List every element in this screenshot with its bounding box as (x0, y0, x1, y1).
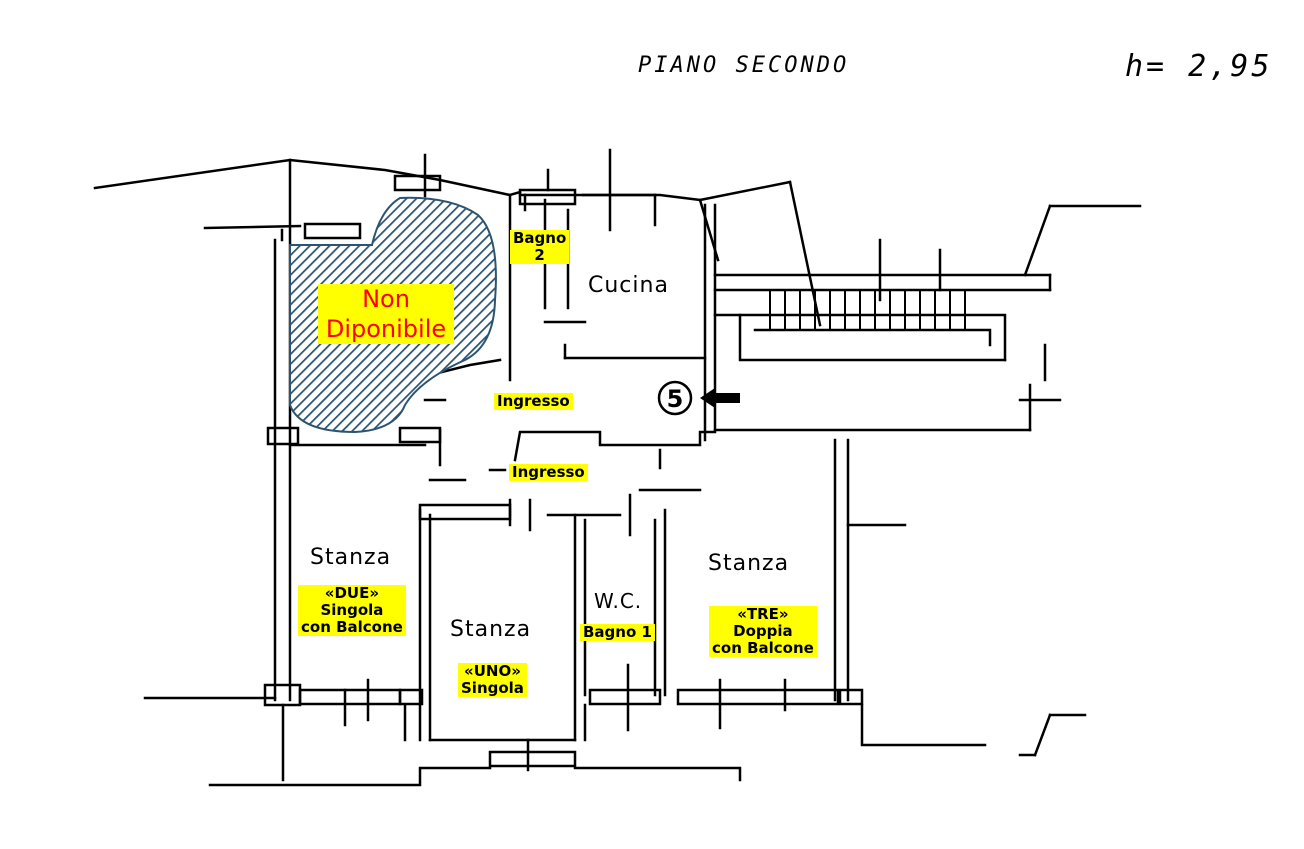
label-stanza-tre-line2: Doppia (733, 622, 793, 640)
room-name-stanza-left: Stanza (310, 545, 391, 570)
label-stanza-due-line2: Singola (320, 601, 384, 619)
room-name-stanza-center: Stanza (450, 617, 531, 642)
label-bagno-2-line2: 2 (534, 246, 545, 264)
label-stanza-tre-line1: «TRE» (737, 605, 789, 623)
label-not-available-line1: Non (362, 285, 410, 313)
label-stanza-tre-line3: con Balcone (712, 639, 814, 657)
label-stanza-uno: «UNO» Singola (458, 663, 527, 697)
room-name-stanza-right: Stanza (708, 551, 789, 576)
label-stanza-due-line3: con Balcone (301, 618, 403, 636)
label-bagno-2-line1: Bagno (513, 229, 567, 247)
height-note: h= 2,95 (1125, 49, 1272, 84)
entrance-arrow-icon (700, 388, 740, 408)
label-not-available-line2: Diponibile (325, 315, 447, 343)
floor-title: PIANO SECONDO (638, 53, 849, 78)
stair-treads (769, 290, 966, 330)
label-not-available: Non Diponibile (318, 284, 454, 344)
room-name-wc: W.C. (594, 589, 642, 613)
label-bagno-2: Bagno 2 (510, 229, 570, 264)
label-stanza-due: «DUE» Singola con Balcone (298, 585, 406, 636)
label-stanza-uno-line2: Singola (461, 679, 524, 697)
label-ingresso-lower: Ingresso (509, 464, 588, 481)
walls (93, 148, 1142, 787)
entrance-marker: 5 (657, 380, 740, 416)
label-stanza-uno-line1: «UNO» (464, 662, 521, 680)
label-stanza-tre: «TRE» Doppia con Balcone (709, 606, 817, 657)
label-bagno-1: Bagno 1 (580, 624, 655, 641)
room-name-cucina: Cucina (588, 273, 669, 298)
label-ingresso-upper: Ingresso (494, 393, 573, 410)
label-stanza-due-line1: «DUE» (324, 584, 380, 602)
entrance-number: 5 (667, 385, 684, 413)
